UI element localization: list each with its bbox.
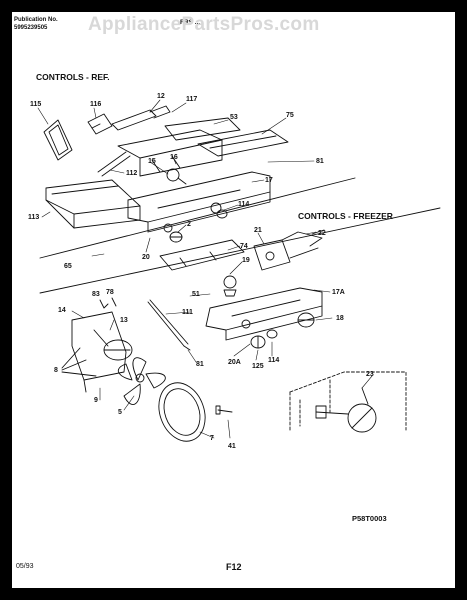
callout-112: 112: [126, 170, 137, 177]
publication-label: Publication No.: [14, 17, 58, 23]
page-number: F12: [226, 562, 242, 572]
freezer-bracket-part: [159, 239, 245, 271]
callout-20: 20: [142, 254, 150, 261]
ref-control-knob: [169, 209, 228, 243]
callout-78: 78: [106, 289, 114, 296]
callout-125: 125: [252, 363, 264, 370]
callout-83: 83: [92, 291, 100, 298]
callout-115: 115: [30, 101, 41, 108]
freezer-thermostat-part: [253, 229, 325, 271]
callout-18: 18: [336, 315, 344, 322]
thermostat-cover-part: [164, 117, 289, 157]
section-title-ref: CONTROLS - REF.: [36, 72, 110, 82]
model-number: FRS ...: [180, 19, 201, 26]
capillary-tube: [97, 151, 127, 173]
callout-2: 2: [187, 221, 191, 228]
callout-114-lower: 114: [268, 357, 279, 364]
light-shield-part: [43, 119, 73, 161]
parts-sheet: [12, 12, 455, 588]
footer-date: 05/93: [16, 563, 34, 570]
lower-hardware-parts: [250, 329, 278, 349]
callout-7: 7: [210, 435, 214, 442]
publication-number: 5995239505: [14, 25, 48, 31]
damper-rod-part: [147, 299, 191, 351]
callout-8: 8: [54, 367, 58, 374]
callout-5: 5: [118, 409, 122, 416]
callout-41: 41: [228, 443, 236, 450]
ref-control-panel: [127, 171, 271, 233]
callout-23: 23: [366, 371, 374, 378]
air-baffle-part: [45, 179, 141, 229]
mounting-screw: [215, 405, 233, 415]
fan-shroud-ring: [158, 382, 206, 442]
callout-13: 13: [120, 317, 128, 324]
callout-17A: 17A: [332, 289, 345, 296]
leader-lines: [37, 99, 373, 439]
callout-22: 22: [318, 230, 326, 237]
callout-9: 9: [94, 397, 98, 404]
divider-line-2: [39, 207, 441, 294]
fan-blade-part: [117, 357, 166, 405]
callout-17: 17: [265, 177, 273, 184]
divider-line: [39, 177, 356, 259]
small-clips-part: [99, 297, 117, 309]
callout-117: 117: [186, 96, 197, 103]
freezer-control-knob: [297, 312, 315, 328]
callout-111: 111: [182, 309, 193, 316]
callout-20A: 20A: [228, 359, 241, 366]
callout-16: 16: [170, 154, 178, 161]
callout-12: 12: [157, 93, 165, 100]
callout-14: 14: [58, 307, 66, 314]
freezer-control-panel: [205, 287, 323, 341]
callout-15: 15: [148, 158, 156, 165]
callout-81: 81: [316, 158, 324, 165]
door-switch-part: [315, 387, 377, 433]
light-bulb-part: [166, 168, 187, 185]
light-switch-part: [87, 105, 171, 135]
callout-53: 53: [230, 114, 238, 121]
callout-114: 114: [238, 201, 249, 208]
callout-21: 21: [254, 227, 262, 234]
callout-81-lower: 81: [196, 361, 204, 368]
callout-65: 65: [64, 263, 72, 270]
callout-74: 74: [240, 243, 248, 250]
cabinet-corner-detail: [289, 371, 407, 431]
section-title-freezer: CONTROLS - FREEZER: [298, 211, 393, 221]
callout-51: 51: [192, 291, 200, 298]
watermark-text: AppliancePartsPros.com: [88, 14, 320, 35]
callout-19-upper: 19: [242, 257, 250, 264]
freezer-light-part: [223, 275, 237, 297]
fan-motor-bracket: [71, 311, 133, 393]
callout-116: 116: [90, 101, 101, 108]
callout-113: 113: [28, 214, 39, 221]
callout-75: 75: [286, 112, 294, 119]
diagram-code: P58T0003: [352, 514, 387, 523]
